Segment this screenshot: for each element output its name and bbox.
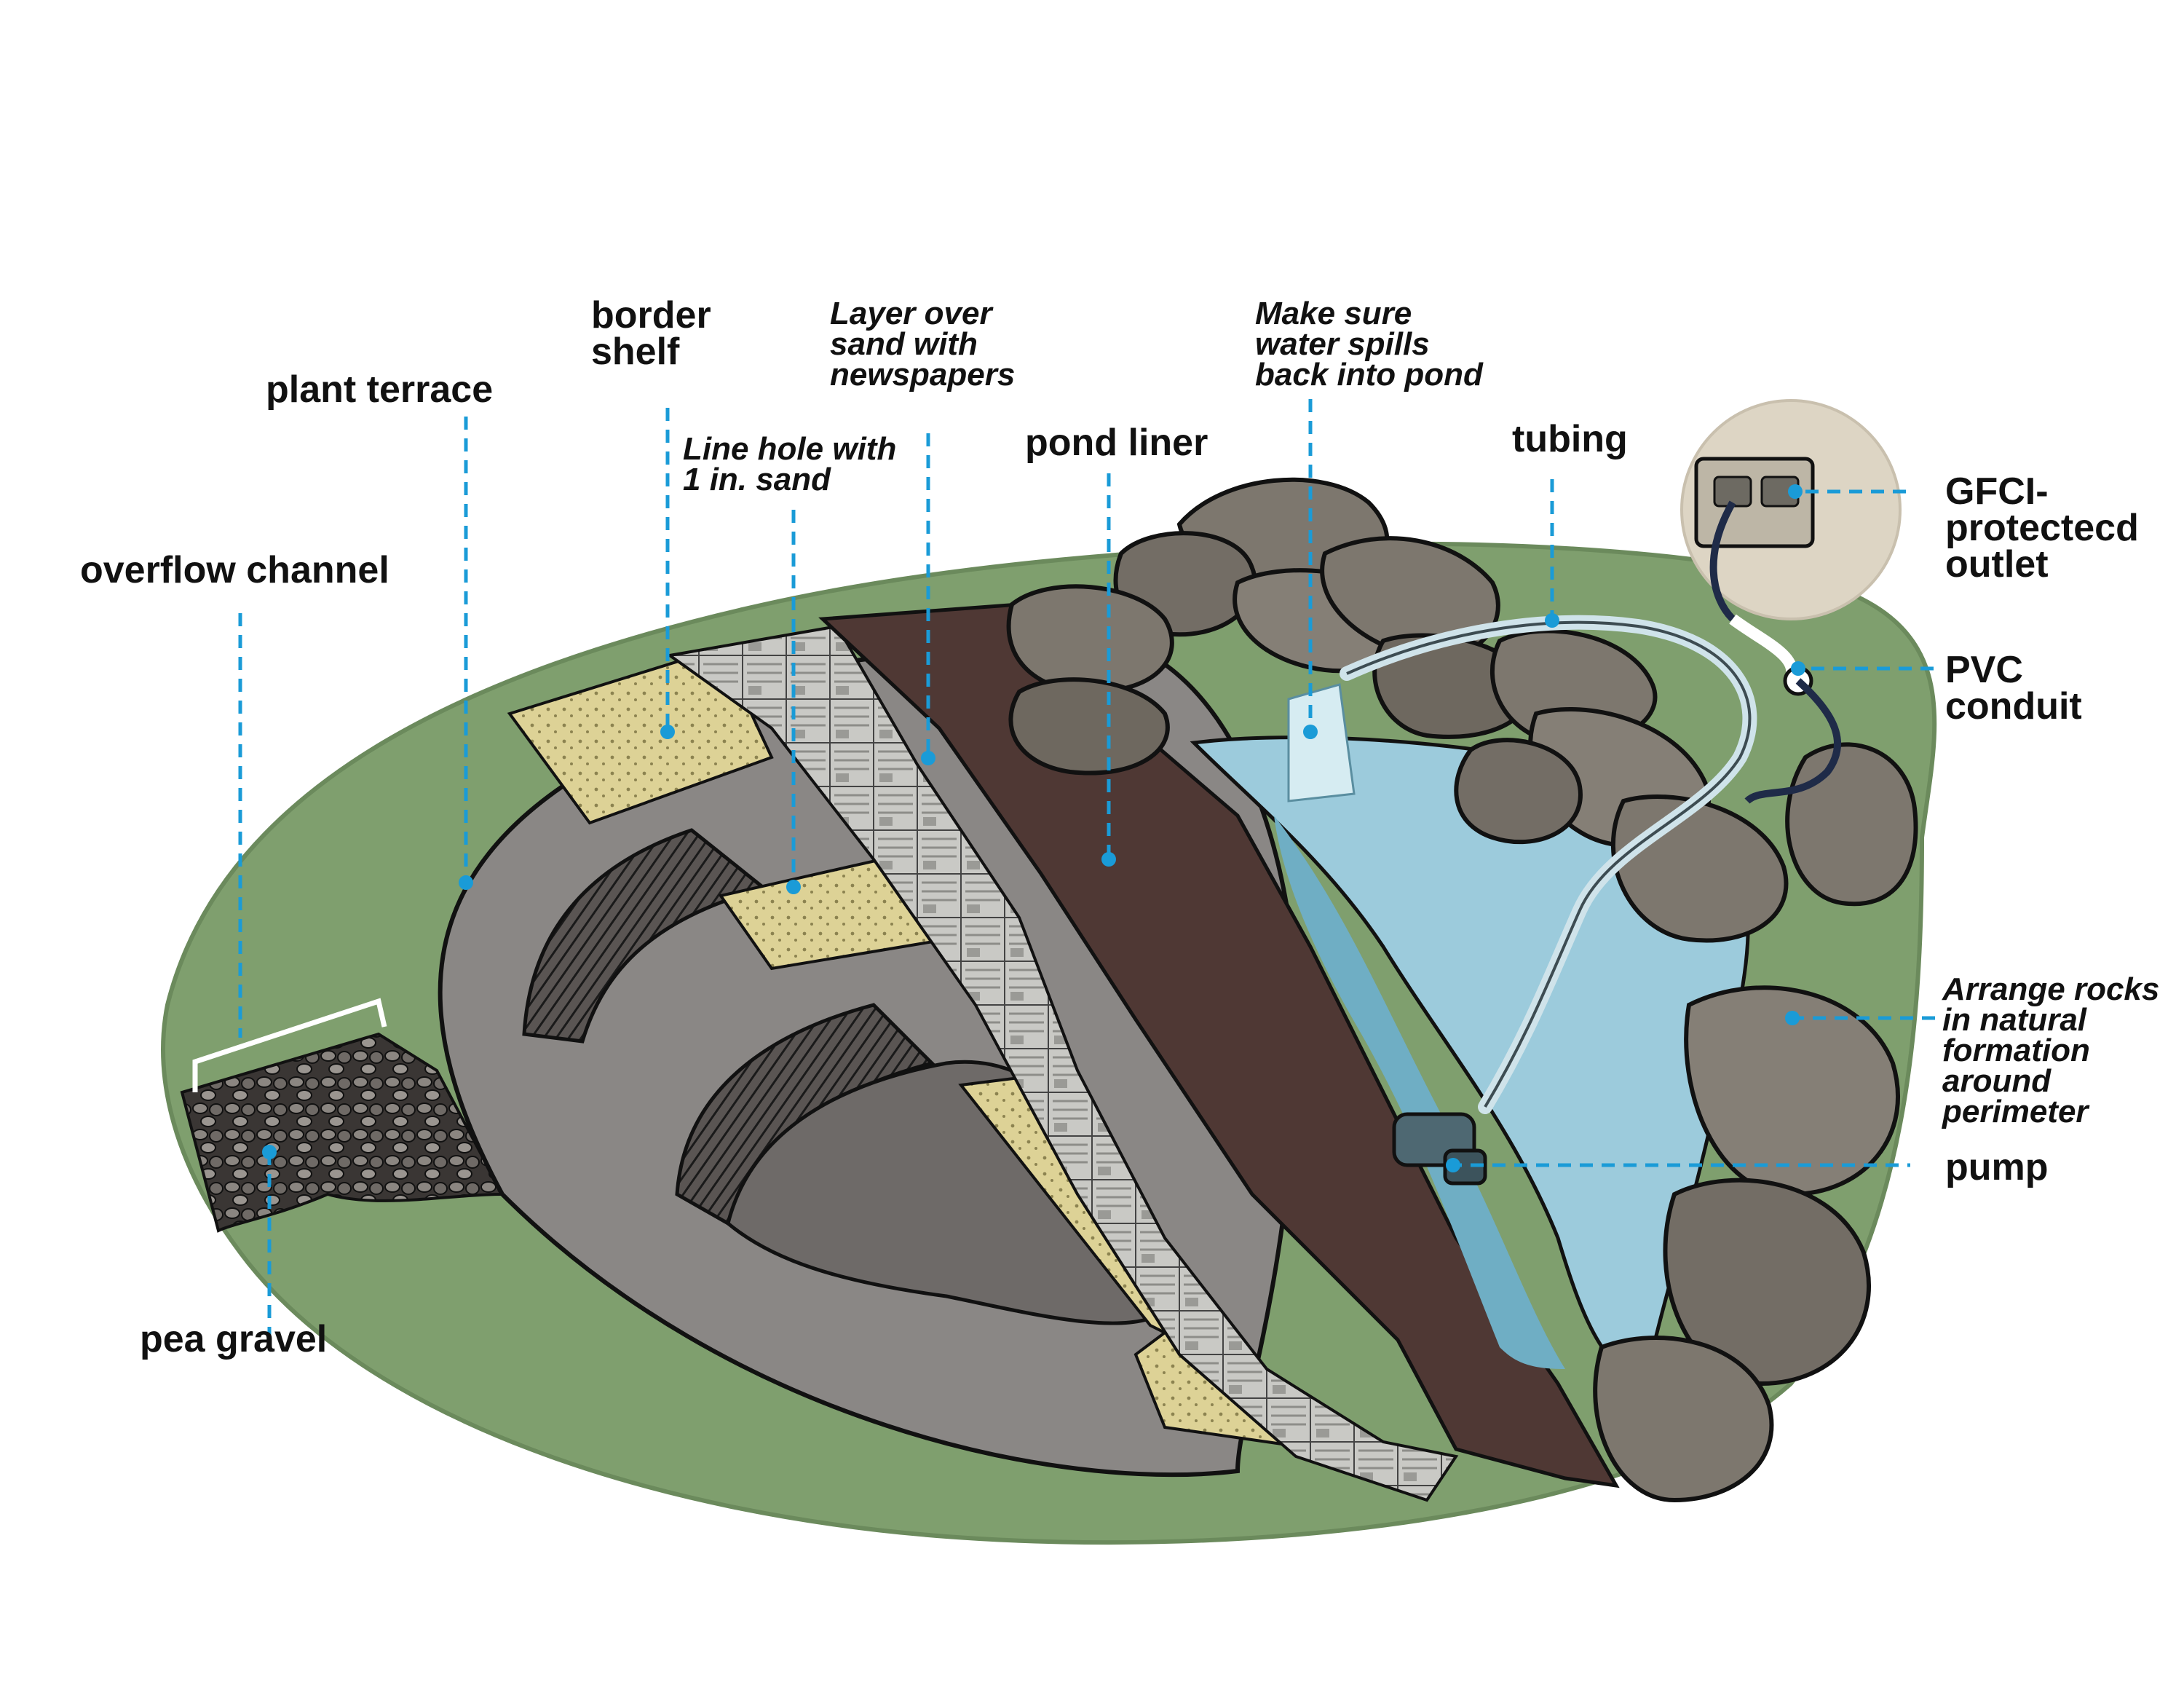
label-pump: pump: [1945, 1146, 2049, 1188]
label-gfci-outlet: GFCI- protectecd outlet: [1945, 470, 2139, 585]
perimeter-rock: [1593, 1336, 1774, 1503]
label-plant-terrace: plant terrace: [266, 368, 494, 411]
rock: [1006, 584, 1174, 695]
leader-lines: [238, 399, 1938, 1341]
perimeter-rock: [1684, 985, 1900, 1197]
label-overflow-channel: overflow channel: [80, 549, 389, 591]
perimeter-rock: [1785, 742, 1918, 907]
pea-gravel-bed: [180, 1032, 505, 1233]
label-border-shelf: border shelf: [591, 294, 711, 373]
overflow-channel-bracket: [192, 998, 387, 1092]
newspaper-layer: [665, 624, 1459, 1502]
label-pvc-conduit: PVC conduit: [1945, 649, 2082, 727]
waterfall: [1287, 683, 1356, 802]
label-arrange-rocks: Arrange rocks in natural formation aroun…: [1942, 971, 2160, 1129]
rock: [1008, 677, 1170, 776]
label-line-hole: Line hole with 1 in. sand: [683, 431, 897, 497]
label-pond-liner: pond liner: [1025, 422, 1208, 464]
perimeter-rock: [1663, 1178, 1871, 1387]
pond-liner: [818, 602, 1620, 1488]
gfci-outlet-icon: [1680, 399, 1902, 622]
label-make-sure: Make sure water spills back into pond: [1255, 296, 1483, 393]
tubing-outline: [1346, 620, 1752, 1108]
terrace-wall: [522, 828, 769, 1044]
label-layer-over: Layer over sand with newspapers: [830, 296, 1016, 393]
label-pea-gravel: pea gravel: [140, 1318, 328, 1360]
pond-water-deep: [1274, 816, 1565, 1369]
label-tubing: tubing: [1512, 418, 1628, 460]
sand-layer: [507, 646, 774, 825]
rock: [1454, 738, 1583, 845]
leader-dots: [262, 484, 1805, 1172]
